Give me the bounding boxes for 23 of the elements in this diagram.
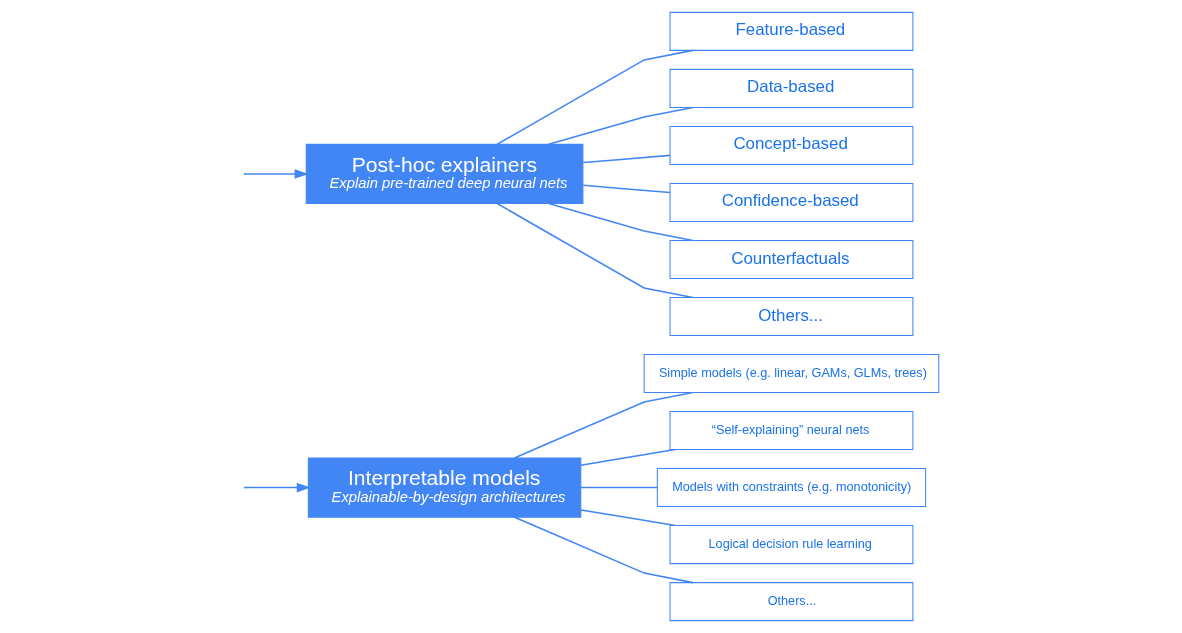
node-box: Counterfactuals [669,239,913,279]
connector [579,448,676,466]
node-box: Concept-based [669,125,913,165]
node-box: Others... [669,582,913,622]
node-box: Simple models (e.g. linear, GAMs, GLMs, trees) [643,354,939,394]
node-box: Post-hoc explainers Explain pre-trained deep neural nets [305,143,583,205]
connector [579,486,658,489]
node-box: Others... [669,296,913,337]
connector [513,516,694,584]
arrow [243,169,308,179]
node-box: Data-based [669,68,913,108]
connector [547,106,694,146]
node-box: Interpretable models Explainable-by-design architectures [307,457,581,518]
connector [495,49,694,146]
arrow [243,482,310,493]
connector [579,509,676,527]
node-box: “Self-explaining” neural nets [669,411,913,451]
node-box: Models with constraints (e.g. monotonicity) [656,468,926,508]
node-box: Confidence-based [669,182,913,222]
node-box: Logical decision rule learning [669,525,913,565]
node-box: Feature-based [669,11,913,51]
connector [582,184,671,194]
connector [582,154,671,164]
